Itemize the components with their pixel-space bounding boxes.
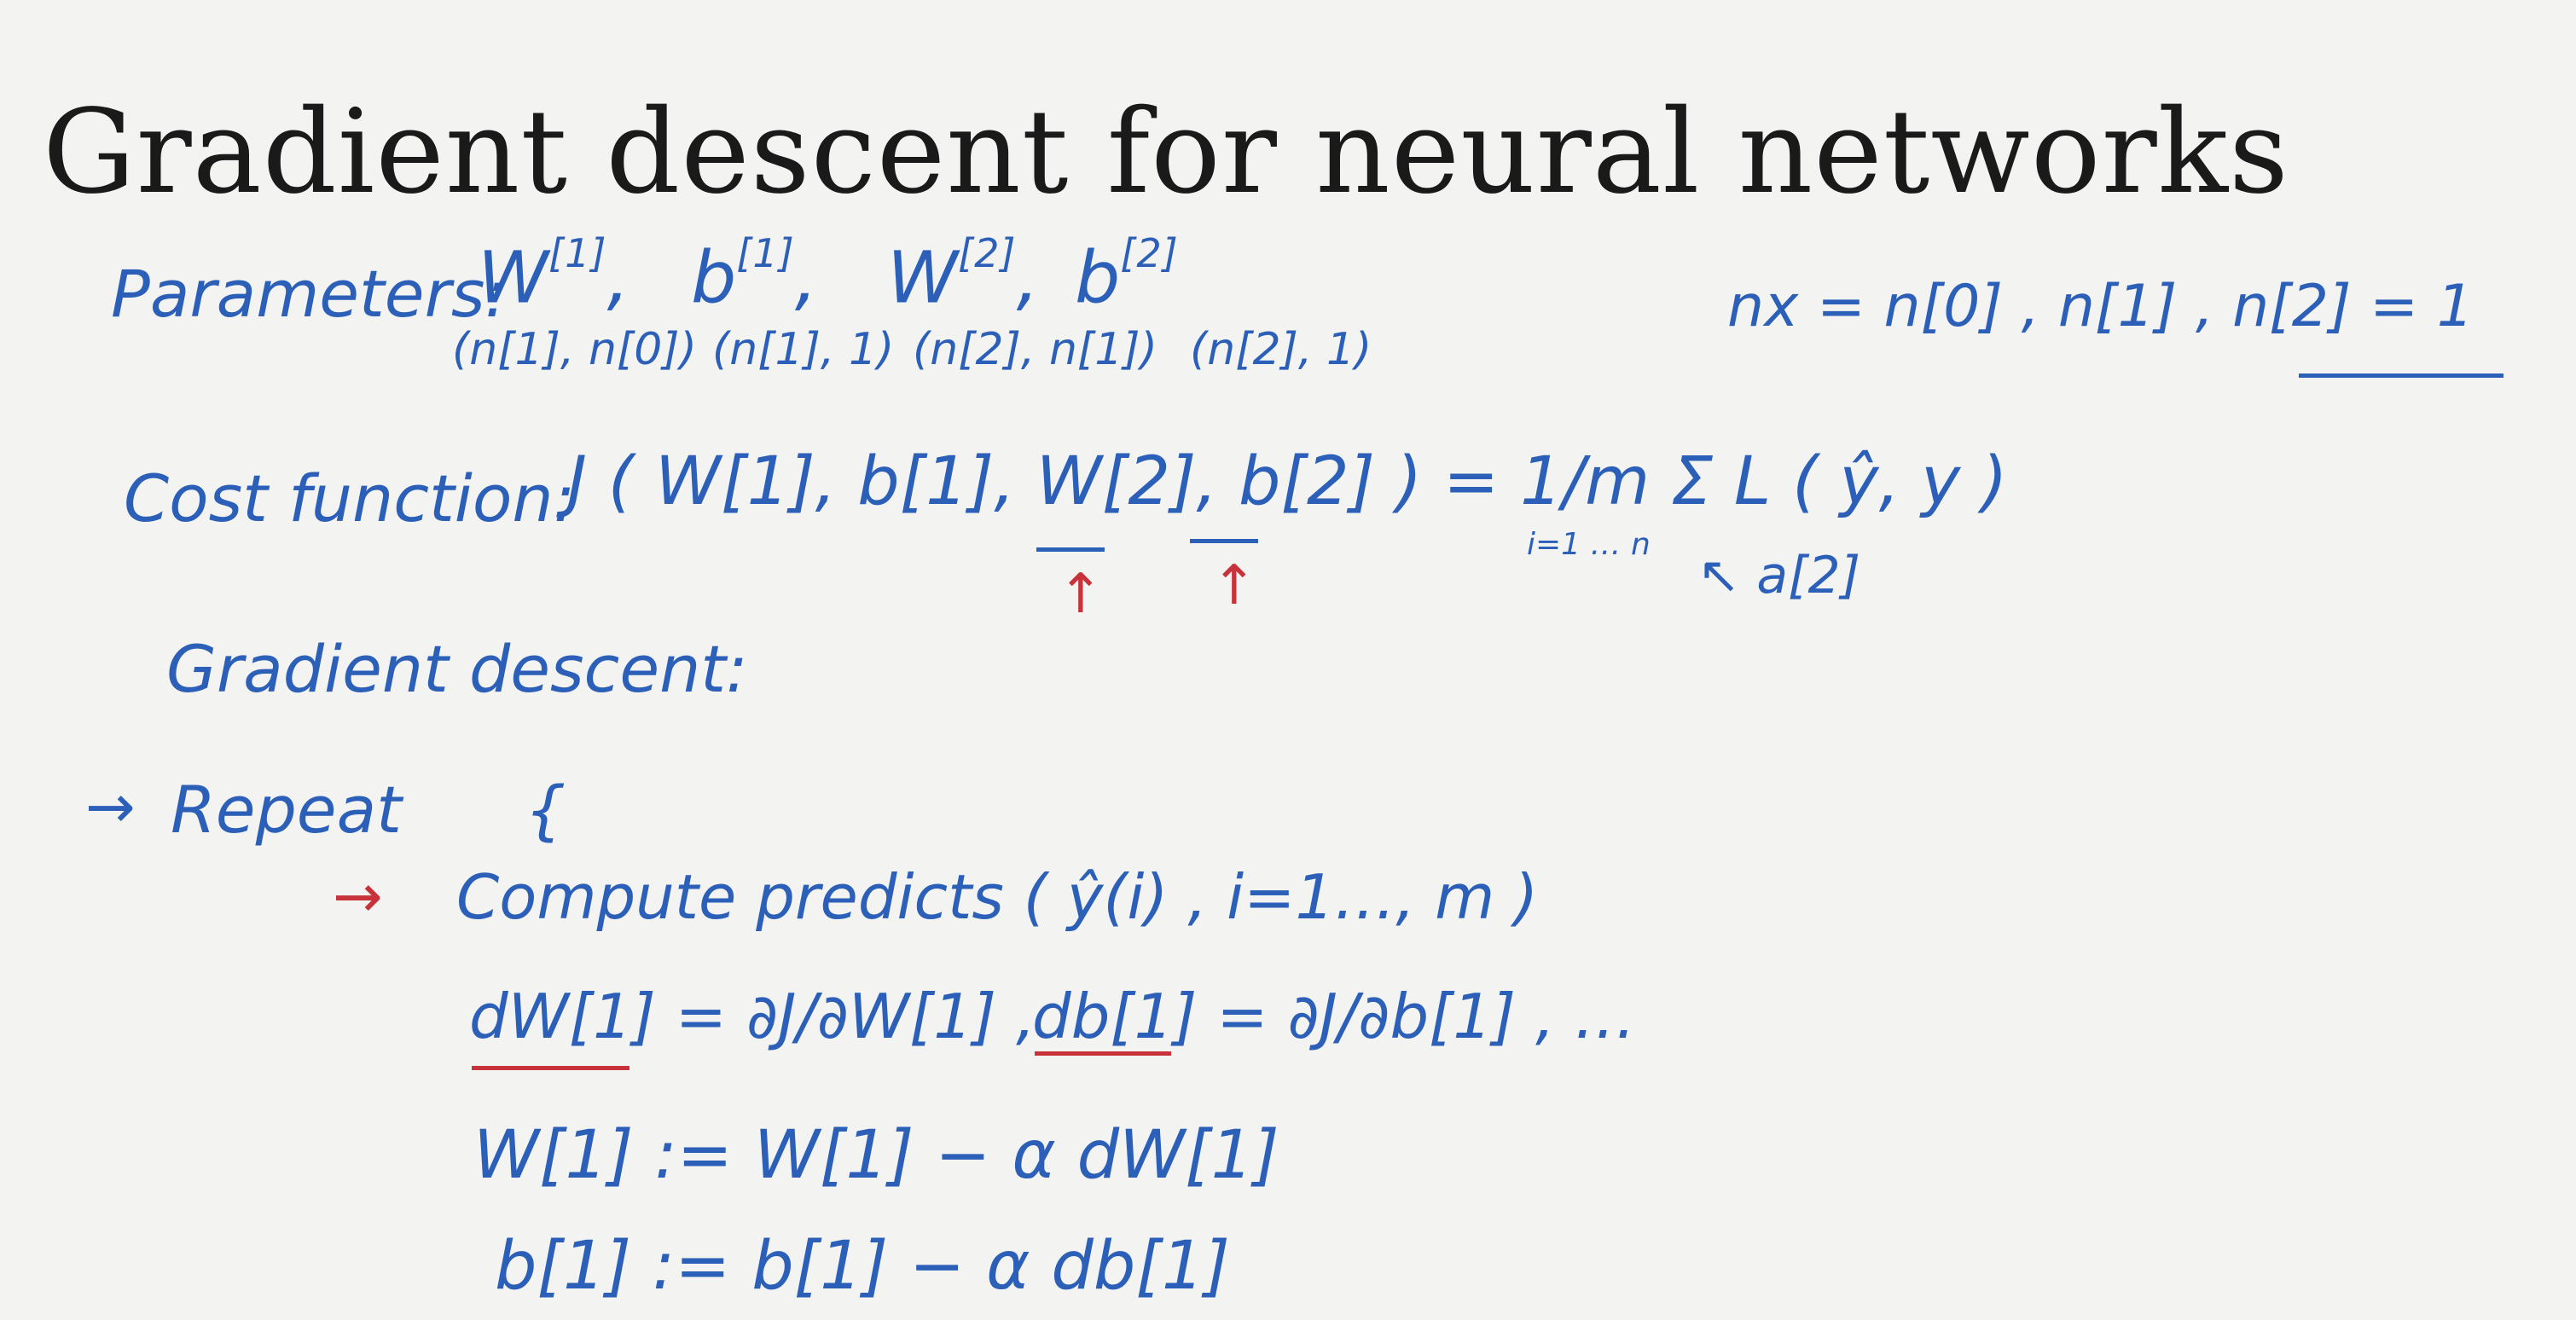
parameters-label: Parameters:	[111, 256, 508, 332]
dims-W1: (n[1], n[0])	[452, 324, 697, 375]
underline-dW	[472, 1066, 629, 1070]
db-derivative: db[1] = ∂J/∂b[1] , …	[1032, 981, 1636, 1052]
parameter-W1-superscript: [1]	[548, 230, 607, 276]
parameter-W2: W[2],	[887, 230, 1040, 320]
slide-title: Gradient descent for neural networks	[43, 85, 2289, 220]
yhat-annotation-value: a[2]	[1756, 546, 1861, 605]
layer-sizes-underline	[2299, 373, 2503, 378]
layer-sizes: nx = n[0] , n[1] , n[2] = 1	[1727, 273, 2474, 340]
parameter-b2-symbol: b	[1075, 235, 1121, 320]
gradient-descent-label: Gradient descent:	[166, 631, 748, 707]
dims-b1: (n[1], 1)	[712, 324, 895, 375]
update-b: b[1] := b[1] − α db[1]	[495, 1228, 1230, 1305]
underline-b2	[1190, 539, 1258, 543]
cost-function-label: Cost function:	[124, 460, 576, 536]
parameter-W1: W[1],	[478, 230, 630, 320]
parameter-b1-symbol: b	[691, 235, 737, 320]
parameter-b1-superscript: [1]	[736, 230, 795, 276]
compute-predictions: Compute predicts ( ŷ(i) , i=1…, m )	[456, 861, 1539, 933]
underline-db	[1035, 1051, 1171, 1056]
parameter-W1-symbol: W	[478, 235, 549, 320]
dims-b2: (n[2], 1)	[1190, 324, 1372, 375]
sum-range: i=1 … n	[1527, 527, 1651, 562]
arrow-right-icon: →	[85, 772, 136, 842]
arrow-right-icon: →	[333, 861, 383, 931]
cost-function-expression: J ( W[1], b[1], W[2], b[2] ) = 1/m Σ L (…	[567, 443, 2008, 520]
repeat-label: Repeat {	[171, 772, 566, 848]
parameter-W2-symbol: W	[887, 235, 959, 320]
parameter-b1: b[1],	[691, 230, 818, 320]
yhat-annotation: ↖ a[2]	[1697, 546, 1861, 605]
update-W: W[1] := W[1] − α dW[1]	[473, 1117, 1279, 1194]
arrow-up-icon: ↑	[1211, 554, 1257, 617]
parameter-b2-superscript: [2]	[1120, 230, 1179, 276]
parameter-b2: b[2]	[1075, 230, 1179, 320]
dW-derivative: dW[1] = ∂J/∂W[1] ,	[469, 981, 1036, 1052]
parameter-W2-superscript: [2]	[958, 230, 1017, 276]
dims-W2: (n[2], n[1])	[913, 324, 1157, 375]
underline-W2	[1036, 547, 1105, 552]
arrow-up-icon: ↑	[1058, 563, 1104, 626]
